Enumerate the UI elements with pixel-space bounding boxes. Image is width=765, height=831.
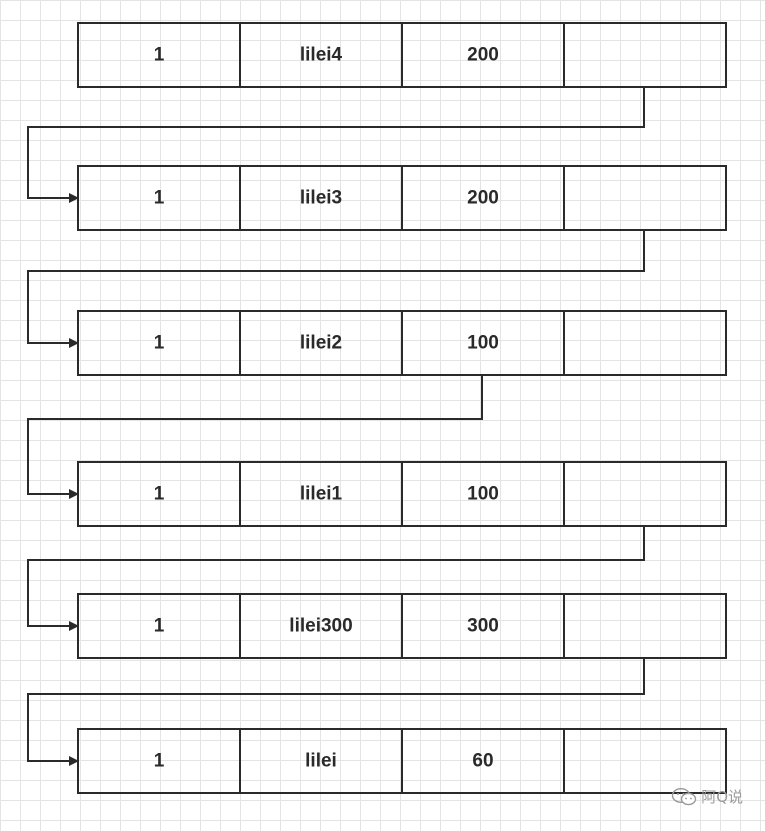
list-node-4: 1 lilei1 100 xyxy=(77,461,727,527)
pointer-cell xyxy=(563,310,727,376)
id-cell-text: 1 xyxy=(154,616,165,637)
name-cell-text: lilei xyxy=(305,751,337,772)
next-pointer-arrow xyxy=(27,526,645,631)
list-node-1: 1 lilei4 200 xyxy=(77,22,727,88)
id-cell-text: 1 xyxy=(154,188,165,209)
list-node-5: 1 lilei300 300 xyxy=(77,593,727,659)
id-cell-text: 1 xyxy=(154,751,165,772)
pointer-cell xyxy=(563,593,727,659)
list-node-3: 1 lilei2 100 xyxy=(77,310,727,376)
watermark: 阿Q说 xyxy=(671,786,743,807)
value-cell-text: 100 xyxy=(467,484,499,505)
wechat-icon xyxy=(671,787,697,805)
name-cell-text: lilei300 xyxy=(289,616,352,637)
pointer-cell xyxy=(563,22,727,88)
id-cell-text: 1 xyxy=(154,484,165,505)
next-pointer-arrow xyxy=(27,658,645,766)
next-pointer-arrow xyxy=(27,87,645,203)
watermark-text: 阿Q说 xyxy=(701,788,743,806)
id-cell-text: 1 xyxy=(154,45,165,66)
value-cell-text: 60 xyxy=(472,751,493,772)
value-cell-text: 300 xyxy=(467,616,499,637)
name-cell-text: lilei4 xyxy=(300,45,343,66)
list-node-2: 1 lilei3 200 xyxy=(77,165,727,231)
next-pointer-arrow xyxy=(27,375,483,499)
pointer-cell xyxy=(563,728,727,794)
value-cell-text: 200 xyxy=(467,188,499,209)
id-cell-text: 1 xyxy=(154,333,165,354)
name-cell-text: lilei3 xyxy=(300,188,342,209)
value-cell-text: 200 xyxy=(467,45,499,66)
list-node-6: 1 lilei 60 xyxy=(77,728,727,794)
pointer-cell xyxy=(563,461,727,527)
name-cell-text: lilei1 xyxy=(300,484,343,505)
next-pointer-arrow xyxy=(27,230,645,348)
name-cell-text: lilei2 xyxy=(300,333,342,354)
pointer-cell xyxy=(563,165,727,231)
value-cell-text: 100 xyxy=(467,333,499,354)
